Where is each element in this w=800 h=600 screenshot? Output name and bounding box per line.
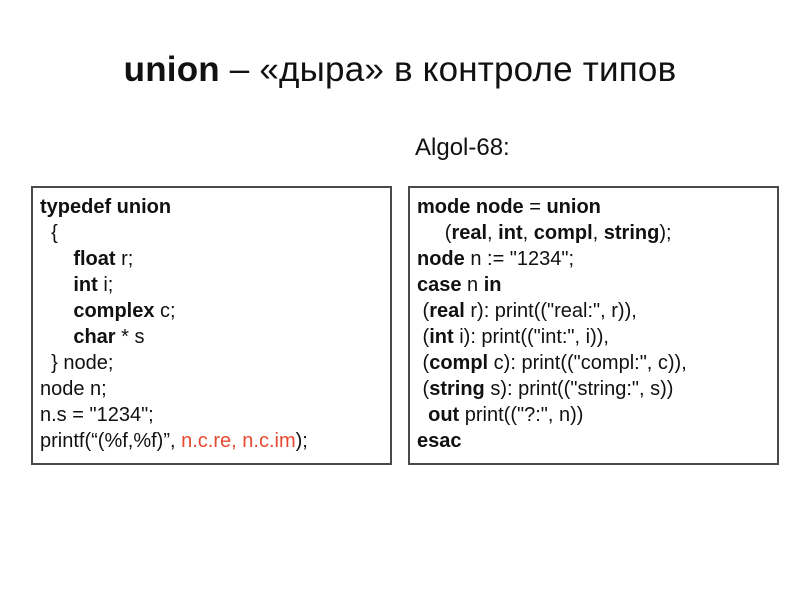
- code-text: (: [417, 378, 430, 400]
- code-text: esac: [417, 430, 462, 452]
- code-text: string: [429, 378, 485, 400]
- code-text: compl: [429, 352, 489, 374]
- code-text: r): print(("real:", r)),: [464, 300, 637, 322]
- c-code-panel: typedef union { float r; int i; complex …: [31, 186, 392, 465]
- code-text: real: [429, 300, 465, 322]
- code-line: complex c;: [40, 298, 383, 324]
- code-text: complex: [73, 300, 155, 322]
- code-line: out print(("?:", n)): [417, 402, 770, 428]
- code-text: ,: [522, 222, 534, 244]
- code-text: n.s = "1234";: [40, 404, 154, 426]
- code-text: union: [123, 50, 220, 89]
- code-line: node n;: [40, 376, 383, 402]
- code-text: i): print(("int:", i)),: [453, 326, 609, 348]
- code-text: int: [498, 222, 523, 244]
- code-text: {: [40, 222, 58, 244]
- algol-68-label: Algol-68:: [415, 134, 510, 161]
- code-text: n: [461, 274, 484, 296]
- code-line: {: [40, 220, 383, 246]
- code-text: node n;: [40, 378, 107, 400]
- code-text: =: [523, 196, 547, 218]
- code-text: ,: [592, 222, 604, 244]
- code-text: compl: [533, 222, 593, 244]
- code-line: (real, int, compl, string);: [417, 220, 770, 246]
- code-text: float: [73, 248, 116, 270]
- code-text: [40, 300, 73, 322]
- code-text: n := "1234";: [464, 248, 575, 270]
- code-text: c): print(("compl:", c)),: [488, 352, 687, 374]
- code-text: i;: [97, 274, 114, 296]
- code-text: (: [417, 352, 430, 374]
- code-text: [417, 404, 428, 426]
- code-line: node n := "1234";: [417, 246, 770, 272]
- code-text: r;: [115, 248, 134, 270]
- code-line: (compl c): print(("compl:", c)),: [417, 350, 770, 376]
- code-text: } node;: [40, 352, 114, 374]
- code-text: real: [451, 222, 488, 244]
- code-text: string: [603, 222, 660, 244]
- code-text: union: [546, 196, 601, 218]
- code-line: printf(“(%f,%f)”, n.c.re, n.c.im);: [40, 428, 383, 454]
- code-text: print(("?:", n)): [459, 404, 584, 426]
- code-text: – «дыра» в контроле типов: [219, 50, 677, 89]
- code-text: char: [73, 326, 116, 348]
- code-text: mode node: [417, 196, 524, 218]
- algol-code-panel: mode node = union (real, int, compl, str…: [408, 186, 779, 465]
- code-text: ,: [487, 222, 499, 244]
- code-line: char * s: [40, 324, 383, 350]
- code-line: esac: [417, 428, 770, 454]
- code-text: * s: [115, 326, 145, 348]
- code-text: (: [417, 326, 430, 348]
- code-text: (: [417, 300, 430, 322]
- code-line: } node;: [40, 350, 383, 376]
- code-line: typedef union: [40, 194, 383, 220]
- code-text: int: [429, 326, 454, 348]
- code-text: typedef union: [40, 196, 172, 218]
- code-text: );: [659, 222, 672, 244]
- code-line: case n in: [417, 272, 770, 298]
- code-text: );: [295, 430, 308, 452]
- code-text: printf(“(%f,%f)”,: [40, 430, 182, 452]
- code-text: [40, 274, 73, 296]
- code-text: s): print(("string:", s)): [484, 378, 674, 400]
- code-text: case: [417, 274, 462, 296]
- code-text: int: [73, 274, 98, 296]
- highlighted-code-text: n.c.re, n.c.im: [181, 430, 296, 452]
- code-text: (: [417, 222, 452, 244]
- code-text: node: [417, 248, 465, 270]
- code-text: c;: [154, 300, 176, 322]
- code-line: (real r): print(("real:", r)),: [417, 298, 770, 324]
- code-line: (int i): print(("int:", i)),: [417, 324, 770, 350]
- code-text: in: [483, 274, 502, 296]
- code-text: out: [428, 404, 460, 426]
- code-line: mode node = union: [417, 194, 770, 220]
- slide-title: union – «дыра» в контроле типов: [0, 50, 800, 90]
- code-text: [40, 248, 73, 270]
- code-line: n.s = "1234";: [40, 402, 383, 428]
- code-line: int i;: [40, 272, 383, 298]
- code-text: [40, 326, 73, 348]
- code-line: float r;: [40, 246, 383, 272]
- code-line: (string s): print(("string:", s)): [417, 376, 770, 402]
